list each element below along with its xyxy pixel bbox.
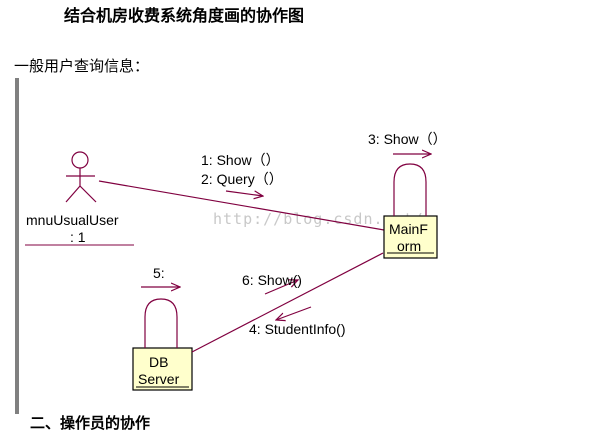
link-dbserver-mainform (191, 252, 384, 353)
dbserver-object[interactable] (132, 347, 193, 391)
message-1-label: 1: Show（） (201, 152, 280, 168)
message-5-label: 5: (153, 265, 165, 281)
message-arrow-4 (276, 306, 312, 320)
dbserver-label-line1: DB (149, 354, 168, 370)
message-6-label: 6: Show() (242, 272, 302, 288)
message-4-label: 4: StudentInfo() (249, 321, 346, 337)
message-arrow-6 (264, 280, 298, 295)
message-3-label: 3: Show（） (368, 131, 447, 147)
dbserver-label-line2: Server (138, 371, 180, 387)
next-section-heading: 二、操作员的协作 (30, 414, 151, 432)
message-arrow-1-2 (225, 191, 263, 196)
mainform-label-line2: orm (397, 238, 421, 254)
mainform-object[interactable] (383, 215, 438, 259)
actor-name: mnuUsualUser (26, 212, 119, 228)
dbserver-self-link (144, 298, 178, 348)
link-actor-mainform (98, 180, 385, 231)
mainform-label-line1: MainF (389, 221, 428, 237)
section-heading: 一般用户查询信息： (14, 57, 150, 75)
stick-figure-icon[interactable] (65, 151, 97, 203)
message-2-label: 2: Query（） (201, 171, 283, 187)
mainform-self-link (393, 163, 427, 216)
collaboration-diagram: http://blog.csdn.net/ mnuUsualUser : 1 M… (15, 78, 447, 414)
page-title: 结合机房收费系统角度画的协作图 (64, 6, 305, 25)
actor-instance: : 1 (70, 229, 86, 245)
